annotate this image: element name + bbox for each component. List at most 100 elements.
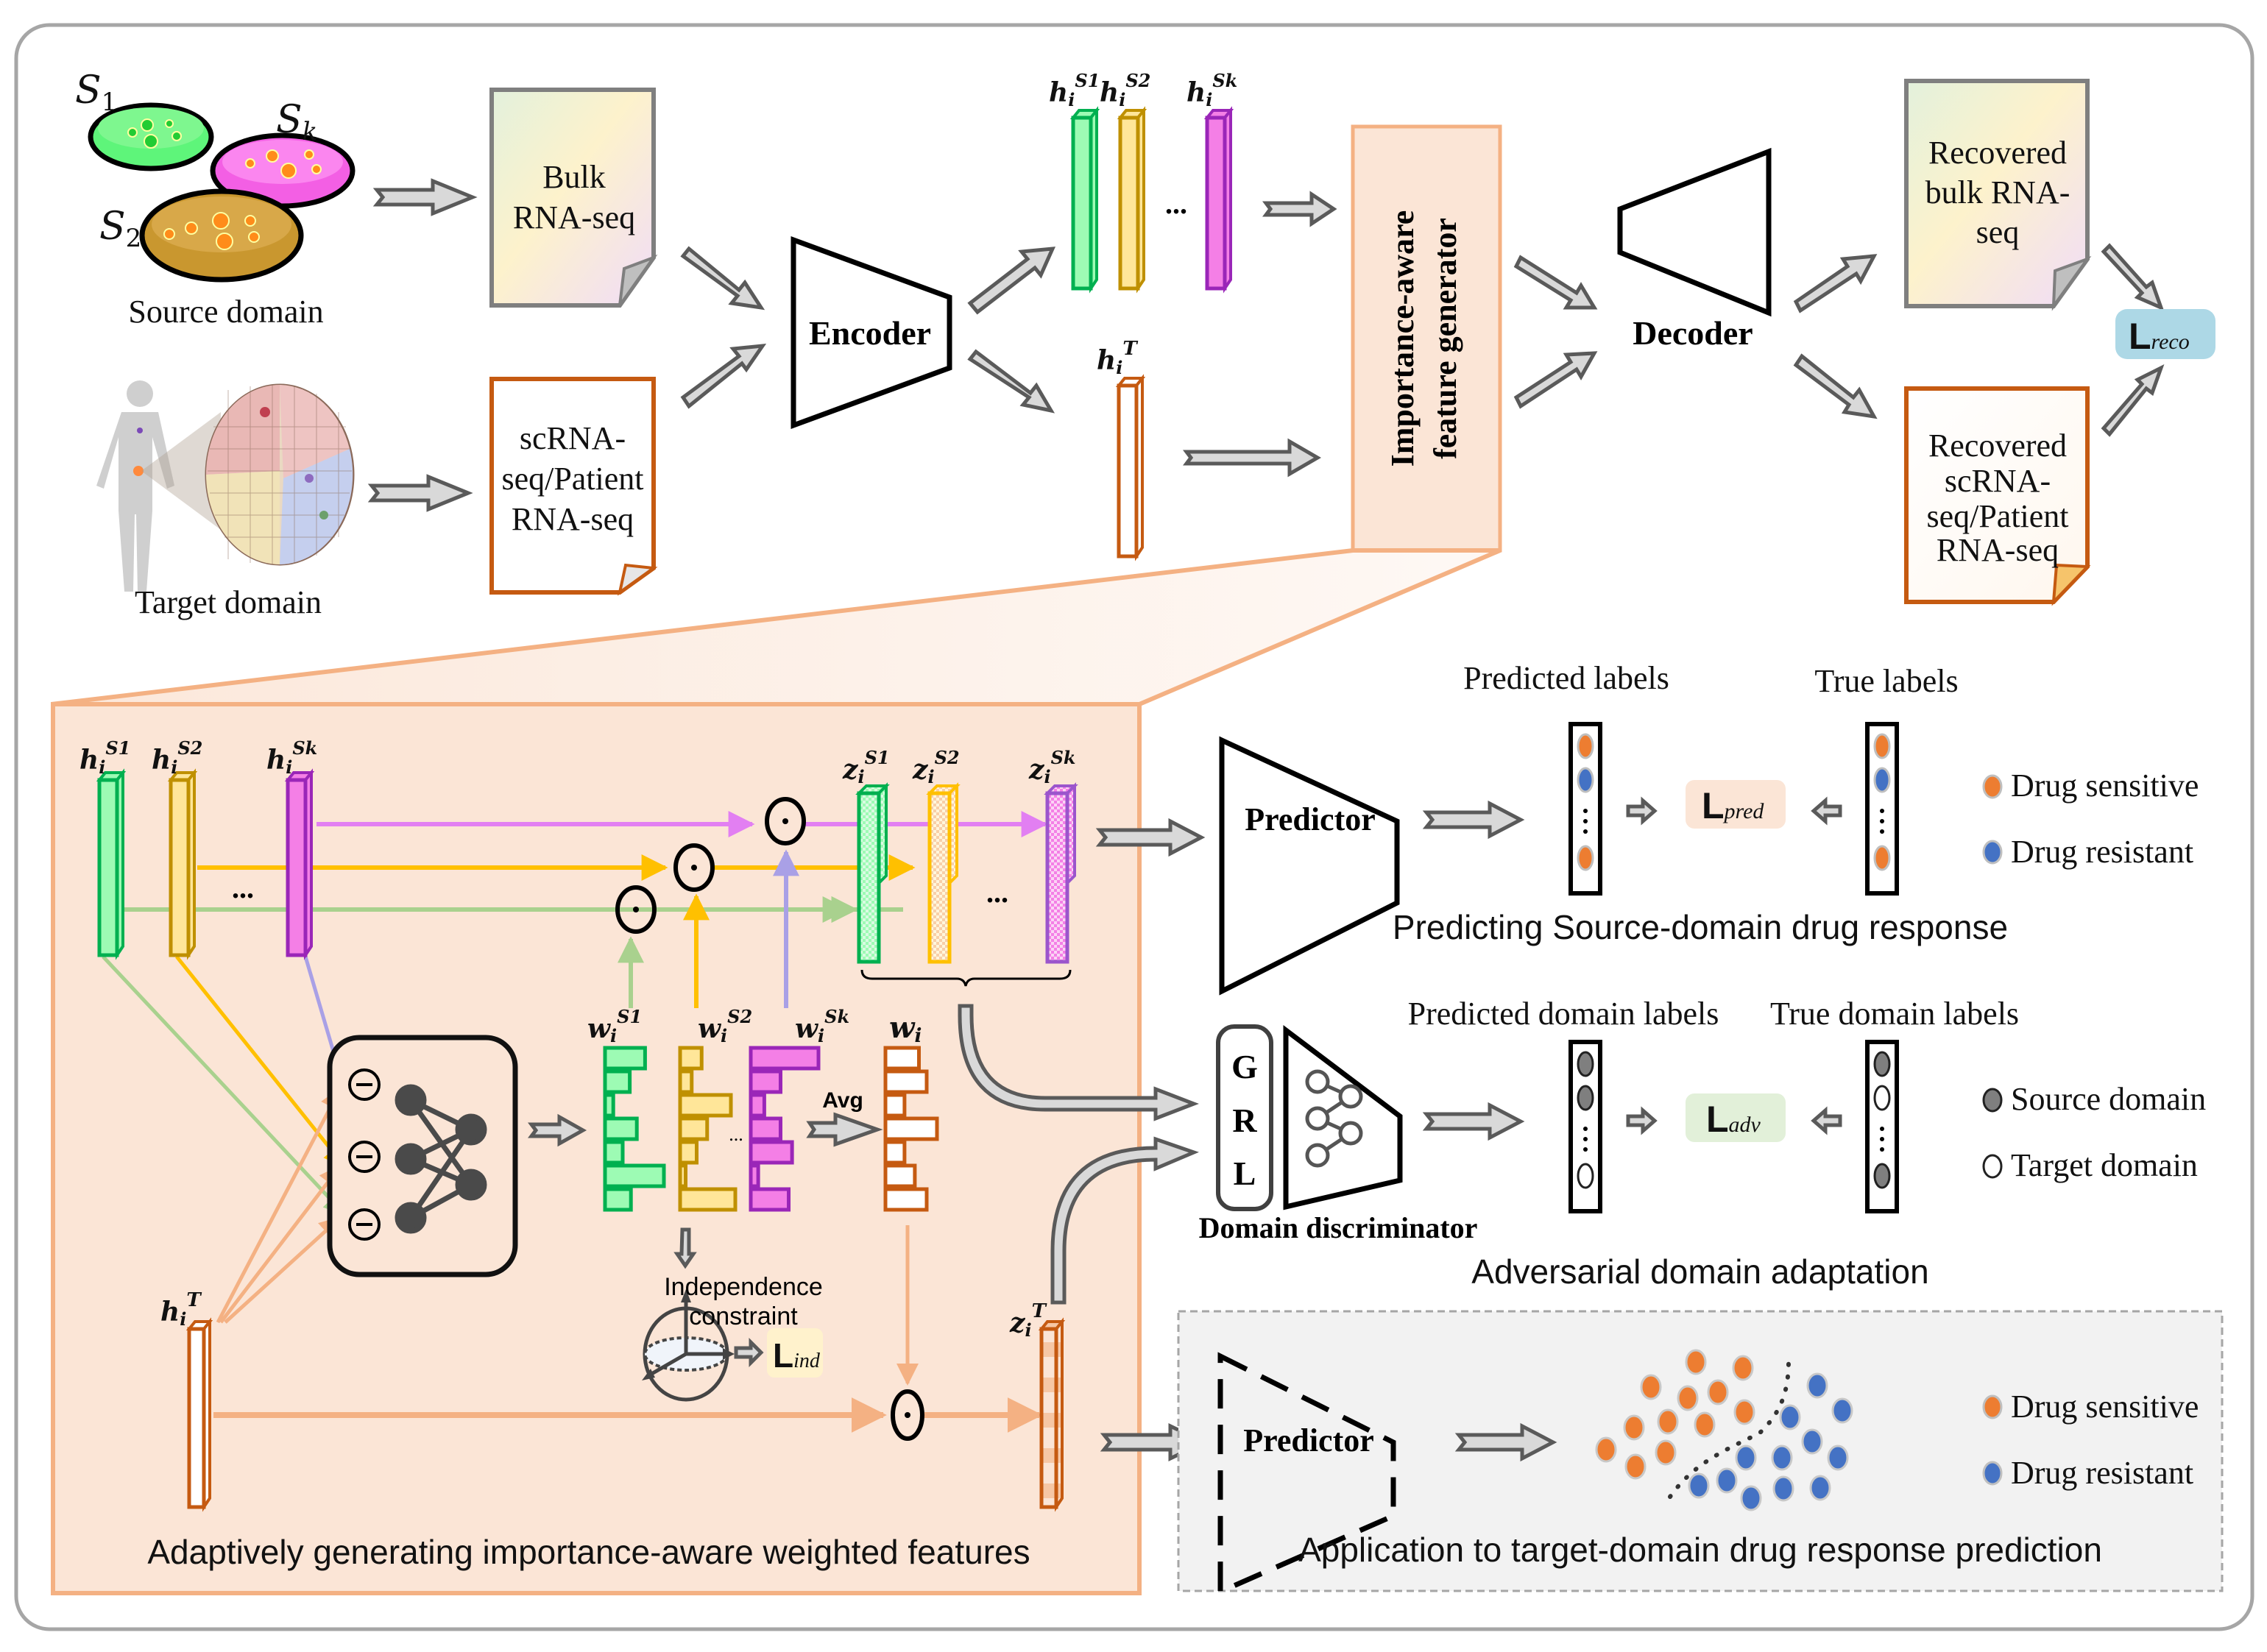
label-dot-resistant	[1577, 767, 1594, 793]
scatter-point-sensitive	[1694, 1411, 1716, 1438]
weight-bar	[678, 1116, 710, 1141]
panel-ellipsis-w: ...	[729, 1124, 743, 1145]
weight-network-block	[327, 1035, 518, 1277]
human-body-icon	[96, 380, 174, 592]
dish-label-sk: Sk	[276, 98, 317, 146]
scatter-point-resistant	[1831, 1397, 1853, 1424]
scatter-point-sensitive	[1685, 1349, 1707, 1375]
panel-feature-bar-z-s2	[926, 782, 961, 964]
arrow-independence-to-lind	[734, 1337, 764, 1368]
tissue-cells-icon	[205, 383, 355, 566]
scatter-point-sensitive	[1733, 1399, 1755, 1425]
zoom-cone	[141, 412, 221, 530]
weight-bar	[749, 1163, 760, 1188]
weight-bar	[678, 1187, 738, 1212]
independence-label-1: Independence	[664, 1273, 823, 1301]
weight-bar	[678, 1069, 694, 1094]
source-domain-caption: Source domain	[128, 294, 323, 330]
scatter-point-resistant	[1688, 1472, 1710, 1499]
vertical-ellipsis-dot	[1583, 819, 1588, 823]
arrow-decoder-to-recovered-bulk	[1793, 254, 1878, 313]
feature-bar-h-t	[1115, 374, 1146, 561]
scatter-point-sensitive	[1623, 1414, 1645, 1441]
label-h-s1: hiS1	[1049, 70, 1100, 110]
scatter-point-sensitive	[1595, 1436, 1617, 1463]
target-domain-caption: Target domain	[135, 584, 322, 620]
elementwise-product-sk	[765, 797, 806, 846]
panel-feature-bar-z-sk	[1044, 782, 1078, 964]
arrow-sc-to-encoder	[680, 343, 767, 409]
scatter-point-resistant	[1806, 1372, 1828, 1399]
scatter-point-resistant	[1740, 1485, 1762, 1511]
label-h-t: hiT	[1097, 338, 1138, 378]
arrow-recovered-bulk-to-lreco	[2101, 243, 2165, 311]
independence-sphere-icon	[642, 1289, 735, 1402]
petri-dish-sk-icon	[210, 132, 356, 209]
panel-label-h-s2: hiS2	[152, 737, 202, 778]
arrow-true-to-ladv	[1811, 1106, 1842, 1135]
dish-label-s2: S2	[99, 205, 141, 253]
weight-bar	[603, 1140, 625, 1165]
label-dot-target	[1873, 1085, 1891, 1111]
weight-bar-groups	[603, 1046, 939, 1212]
decoder-label: Decoder	[1633, 314, 1753, 352]
label-dot-sensitive	[1577, 733, 1594, 759]
scatter-point-sensitive	[1707, 1379, 1729, 1405]
application-section: Predictor Drug sensitive Drug resistant …	[1177, 1310, 2224, 1596]
scatter-point-resistant	[1735, 1444, 1757, 1471]
arrow-app-predictor-to-scatter	[1454, 1422, 1557, 1462]
arrow-discriminator-to-predicted	[1422, 1102, 1525, 1141]
scatter-point-sensitive	[1640, 1374, 1662, 1400]
label-dot-target	[1577, 1163, 1594, 1189]
legend-source-domain-label: Source domain	[2011, 1081, 2206, 1117]
label-dot-source	[1577, 1085, 1594, 1111]
loss-reco-badge: Lreco	[2115, 309, 2215, 359]
arrow-weights-to-independence	[673, 1227, 697, 1269]
weight-bars-w-s1	[603, 1046, 666, 1212]
legend-source-domain: Source domain	[1982, 1081, 2206, 1117]
recovered-sc-line-3: seq/Patient	[1926, 498, 2068, 534]
recovered-bulk-document: Recovered bulk RNA- seq	[1904, 79, 2092, 311]
grl-block: G R L	[1216, 1024, 1273, 1211]
loss-pred-badge: Lpred	[1686, 780, 1786, 829]
sc-doc-line-1: scRNA-	[520, 420, 626, 456]
app-legend-drug-sensitive: Drug sensitive	[1982, 1389, 2199, 1425]
predicted-domain-labels-header: Predicted domain labels	[1408, 996, 1719, 1032]
independence-label-2: constraint	[689, 1302, 798, 1330]
source-prediction-section: Predictor Predicted labels True labels L…	[1219, 660, 2199, 996]
generator-label-line-2: feature generator	[1427, 218, 1463, 459]
response-scatter	[1595, 1349, 1853, 1511]
panel-label-h-t: hiT	[160, 1289, 202, 1330]
feature-bar-h-s1	[1069, 106, 1100, 294]
loss-reco-label: Lreco	[2129, 316, 2190, 357]
elementwise-product-target	[891, 1389, 924, 1441]
panel-label-w-avg: wi	[889, 1010, 922, 1047]
arrow-recovered-sc-to-lreco	[2101, 364, 2165, 437]
predictor-label: Predictor	[1245, 801, 1376, 837]
grl-letter-r: R	[1232, 1102, 1257, 1139]
predicted-domain-labels-column	[1568, 1040, 1602, 1213]
label-dot-source	[1873, 1051, 1891, 1077]
vertical-ellipsis-dot	[1880, 1127, 1884, 1131]
vertical-ellipsis-dot	[1880, 1137, 1884, 1141]
petri-dish-s1-icon	[88, 102, 214, 171]
weight-bar	[603, 1069, 632, 1094]
arrow-predicted-to-lpred	[1626, 796, 1658, 826]
bulk-rna-seq-document: Bulk RNA-seq	[489, 88, 658, 308]
weight-bar	[678, 1093, 733, 1118]
weight-bar	[603, 1187, 633, 1212]
label-h-sk: hiSk	[1186, 70, 1237, 110]
arrow-z-to-predictor	[1095, 818, 1206, 857]
bulk-doc-line-2: RNA-seq	[513, 199, 635, 235]
panel-label-h-s1: hiS1	[79, 737, 130, 778]
label-dot-sensitive	[1577, 845, 1594, 871]
loss-ind-label: Lind	[773, 1336, 821, 1375]
scatter-point-resistant	[1809, 1475, 1831, 1501]
vertical-ellipsis-dot	[1583, 809, 1588, 813]
legend-target-domain: Target domain	[1982, 1147, 2198, 1183]
network-graph-icon	[1305, 1069, 1363, 1168]
panel-label-h-sk: hiSk	[266, 737, 317, 778]
true-labels-column	[1865, 722, 1899, 896]
arrow-avg	[806, 1112, 883, 1147]
